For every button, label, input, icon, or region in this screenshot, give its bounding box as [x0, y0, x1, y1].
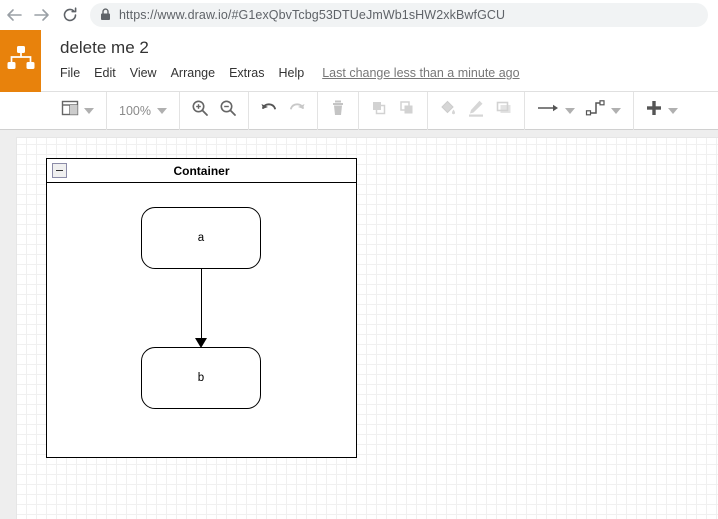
edge-style-dropdown-caret[interactable] — [564, 107, 575, 114]
bring-to-front-button[interactable] — [365, 96, 393, 126]
fill-color-icon — [438, 98, 458, 123]
diagram-canvas[interactable]: Container a b — [0, 130, 718, 519]
app-header: delete me 2 File Edit View Arrange Extra… — [0, 30, 718, 92]
delete-button[interactable] — [324, 96, 352, 126]
drawio-logo[interactable] — [0, 30, 41, 92]
toolbar-group-history — [249, 91, 318, 130]
padlock-icon — [100, 8, 111, 21]
shadow-button[interactable] — [490, 96, 518, 126]
drawio-logo-icon — [6, 44, 36, 79]
zoom-in-button[interactable] — [186, 96, 214, 126]
view-layout-button[interactable] — [56, 96, 100, 126]
document-title[interactable]: delete me 2 — [60, 38, 149, 57]
redo-icon — [287, 98, 307, 123]
back-button[interactable] — [0, 1, 28, 29]
waypoints-dropdown-caret[interactable] — [610, 107, 621, 114]
send-to-back-button[interactable] — [393, 96, 421, 126]
redo-button[interactable] — [283, 96, 311, 126]
arrow-style-icon — [535, 98, 561, 123]
edge-a-to-b-line[interactable] — [200, 269, 202, 341]
menu-item-extras[interactable]: Extras — [229, 66, 265, 80]
menu-bar: File Edit View Arrange Extras Help Last … — [60, 66, 520, 80]
browser-toolbar: https://www.draw.io/#G1exQbvTcbg53DTUeJm… — [0, 0, 718, 30]
trash-icon — [328, 98, 348, 123]
fill-color-button[interactable] — [434, 96, 462, 126]
address-bar[interactable]: https://www.draw.io/#G1exQbvTcbg53DTUeJm… — [90, 2, 708, 27]
layout-panels-icon — [60, 98, 80, 123]
menu-item-arrange[interactable]: Arrange — [170, 66, 216, 80]
minus-glyph — [56, 169, 63, 172]
container-title-label: Container — [173, 163, 230, 178]
toolbar-group-zoom-value: 100% — [107, 91, 180, 130]
toolbar-group-zoom — [180, 91, 249, 130]
line-color-icon — [466, 98, 486, 123]
undo-icon — [259, 98, 279, 123]
url-text: https://www.draw.io/#G1exQbvTcbg53DTUeJm… — [119, 7, 506, 22]
node-a-label: a — [197, 232, 205, 244]
send-to-back-icon — [397, 98, 417, 123]
reload-button[interactable] — [56, 1, 84, 29]
node-b[interactable]: b — [141, 347, 261, 409]
toolbar-group-style — [428, 91, 525, 130]
undo-button[interactable] — [255, 96, 283, 126]
menu-item-file[interactable]: File — [60, 66, 81, 80]
forward-button[interactable] — [28, 1, 56, 29]
zoom-out-button[interactable] — [214, 96, 242, 126]
container-title-bar[interactable]: Container — [47, 159, 356, 183]
insert-button[interactable] — [640, 96, 684, 126]
line-color-button[interactable] — [462, 96, 490, 126]
menu-item-edit[interactable]: Edit — [94, 66, 116, 80]
zoom-level-button[interactable]: 100% — [113, 96, 173, 126]
reload-icon — [61, 6, 79, 24]
node-a[interactable]: a — [141, 207, 261, 269]
last-change-link[interactable]: Last change less than a minute ago — [322, 66, 520, 80]
zoom-level-label: 100% — [119, 103, 151, 118]
collapse-minus-icon[interactable] — [52, 163, 67, 178]
toolbar-group-insert — [634, 92, 690, 130]
toolbar-group-view — [50, 91, 107, 130]
toolbar-group-order — [359, 91, 428, 130]
toolbar-group-delete — [318, 91, 359, 130]
plus-icon — [644, 98, 664, 123]
waypoints-icon — [585, 98, 607, 123]
menu-item-view[interactable]: View — [129, 66, 157, 80]
view-dropdown-caret[interactable] — [84, 107, 94, 114]
menu-item-help[interactable]: Help — [278, 66, 305, 80]
node-b-label: b — [197, 372, 205, 384]
forward-arrow-icon — [33, 6, 51, 24]
shadow-icon — [494, 98, 514, 123]
zoom-out-icon — [218, 98, 238, 123]
waypoints-button[interactable] — [581, 96, 627, 126]
zoom-in-icon — [190, 98, 210, 123]
zoom-dropdown-caret[interactable] — [156, 107, 167, 114]
editor-toolbar: 100% — [0, 91, 718, 130]
bring-to-front-icon — [369, 98, 389, 123]
edge-style-button[interactable] — [531, 96, 581, 126]
toolbar-group-edges — [525, 91, 634, 130]
back-arrow-icon — [5, 6, 23, 24]
insert-dropdown-caret[interactable] — [667, 107, 678, 114]
arrow-head-icon — [195, 338, 207, 348]
